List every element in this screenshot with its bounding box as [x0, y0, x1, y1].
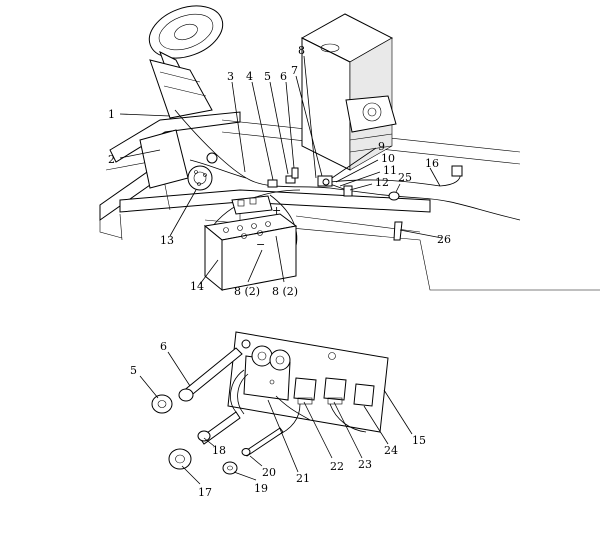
callout-14: 14 [190, 280, 204, 293]
callout-12: 12 [375, 176, 389, 189]
callout-17: 17 [198, 486, 212, 499]
callout-6: 6 [280, 70, 287, 83]
lower-callouts: 5 6 15 17 18 19 20 21 22 23 24 [130, 340, 426, 499]
callout-20: 20 [262, 466, 276, 479]
part-13 [187, 165, 213, 191]
callout-7: 7 [291, 64, 298, 77]
part-21 [230, 345, 291, 415]
part-19-20 [222, 427, 284, 475]
callout-21: 21 [296, 472, 310, 485]
lower-leaders [139, 351, 413, 485]
callout-3: 3 [227, 70, 234, 83]
connector-12 [343, 185, 353, 197]
callout-8: 8 [298, 44, 305, 57]
callout-lower-5: 5 [130, 364, 137, 377]
callout-10: 10 [381, 152, 395, 165]
grommet-25 [388, 191, 400, 201]
battery-minus-mark: − [256, 238, 265, 251]
callout-19: 19 [254, 482, 268, 495]
callout-13: 13 [160, 234, 174, 247]
upper-assembly: − + [99, 5, 600, 298]
connector-c1 [206, 152, 218, 164]
callout-16: 16 [425, 157, 439, 170]
callout-9: 9 [378, 140, 385, 153]
callout-8-2-left: 8 (2) [234, 285, 260, 298]
part-17-18 [168, 411, 241, 470]
callout-1: 1 [108, 108, 115, 121]
connector-6 [291, 167, 299, 179]
part-24 [353, 383, 375, 407]
part-22 [293, 377, 317, 405]
callout-24: 24 [384, 444, 398, 457]
callout-lower-6: 6 [160, 340, 167, 353]
callout-4: 4 [246, 70, 253, 83]
battery-plus-mark: + [272, 204, 281, 217]
callout-18: 18 [212, 444, 226, 457]
connector-4 [267, 179, 278, 188]
upper-leaders [119, 55, 443, 285]
part-5-6 [151, 347, 243, 414]
callout-2: 2 [108, 153, 115, 166]
part-23 [323, 377, 347, 405]
cabinet [300, 13, 397, 171]
lower-assembly: 5 6 15 17 18 19 20 21 22 23 24 [130, 331, 426, 499]
wiring-harness [174, 109, 521, 247]
callout-26: 26 [437, 233, 451, 246]
callout-23: 23 [358, 458, 372, 471]
callout-22: 22 [330, 460, 344, 473]
plug-16 [451, 165, 463, 177]
battery: − + [203, 195, 298, 292]
callout-8-2-right: 8 (2) [272, 285, 298, 298]
harness-components [206, 152, 463, 201]
callout-15: 15 [412, 434, 426, 447]
connector-5 [285, 175, 296, 184]
callout-11: 11 [383, 164, 397, 177]
steering-column [148, 5, 224, 119]
callout-25: 25 [398, 171, 412, 184]
upper-callouts: 1 2 3 4 5 6 7 8 9 10 11 12 13 14 16 25 2… [108, 44, 451, 298]
callout-5: 5 [264, 70, 271, 83]
